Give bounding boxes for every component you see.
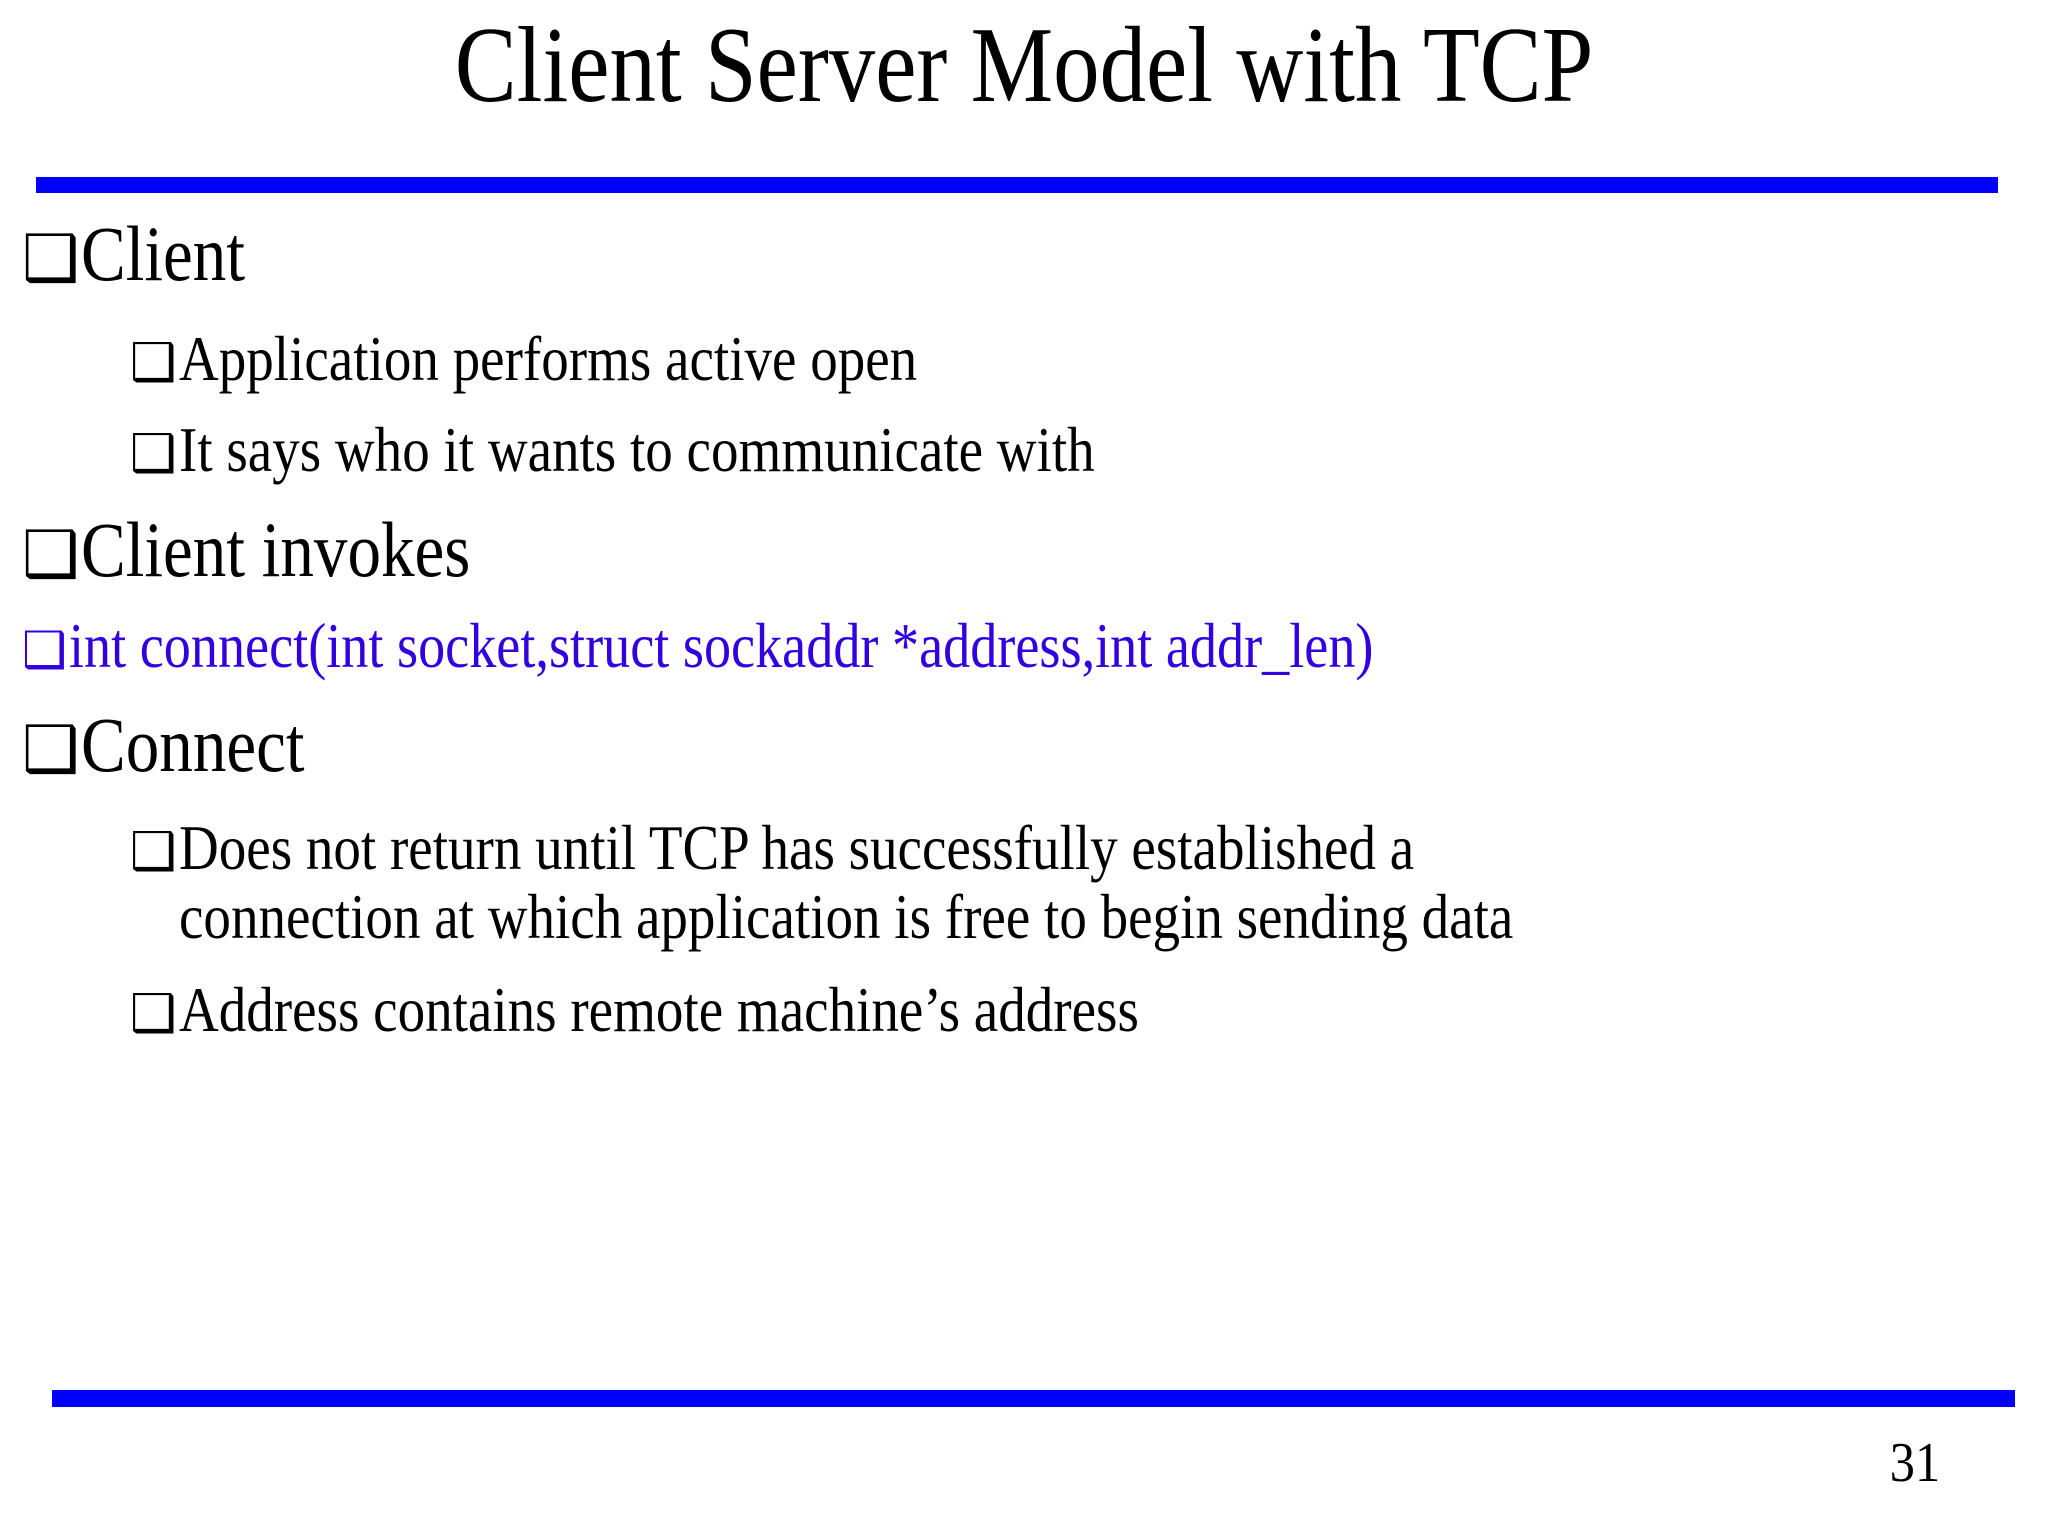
bullet-box-icon: ❑	[130, 423, 177, 484]
spacer	[0, 294, 2048, 324]
bullet-label: Client invokes	[81, 505, 471, 593]
title-divider-rule-top	[36, 177, 1998, 193]
bullet-label: Application performs active open	[178, 322, 917, 394]
bullet-item-client-invokes: ❑Client invokes	[0, 510, 2048, 590]
bullet-box-icon: ❑	[130, 822, 177, 882]
bullet-label: Address contains remote machine’s addres…	[178, 974, 1139, 1046]
bullet-box-icon: ❑	[22, 517, 80, 592]
slide-title: Client Server Model with TCP	[454, 6, 1594, 125]
bullet-box-icon: ❑	[130, 332, 177, 393]
bullet-label: Connect	[81, 701, 305, 789]
footer-divider-rule-bottom	[52, 1390, 2015, 1407]
bullet-box-icon: ❑	[130, 984, 177, 1045]
bullet-item-address-remote-machine: ❑Address contains remote machine’s addre…	[0, 975, 2048, 1044]
bullet-item-says-who-communicate: ❑It says who it wants to communicate wit…	[0, 415, 2048, 484]
spacer	[0, 589, 2048, 613]
spacer	[0, 393, 2048, 415]
bullet-item-application-active-open: ❑Application performs active open	[0, 322, 2048, 394]
bullet-item-connect-signature: ❑int connect(int socket,struct sockaddr …	[0, 613, 2048, 679]
bullet-item-client: ❑Client	[0, 214, 2048, 294]
bullet-item-does-not-return: ❑Does not return until TCP has successfu…	[0, 813, 2048, 951]
bullet-box-icon: ❑	[22, 222, 80, 296]
spacer	[0, 951, 2048, 975]
bullet-box-icon: ❑	[22, 713, 80, 788]
spacer	[0, 679, 2048, 705]
page-number: 31	[1889, 1432, 1941, 1494]
bullet-label: It says who it wants to communicate with	[178, 413, 1095, 485]
bullet-label: Client	[81, 210, 246, 297]
bullet-item-connect: ❑Connect	[0, 705, 2048, 785]
bullet-label: Does not return until TCP has successful…	[178, 812, 1513, 953]
slide-body: ❑Client ❑Application performs active ope…	[0, 214, 2048, 1044]
code-signature-label: int connect(int socket,struct sockaddr *…	[68, 611, 1374, 682]
bullet-box-icon: ❑	[22, 621, 67, 680]
spacer	[0, 785, 2048, 813]
